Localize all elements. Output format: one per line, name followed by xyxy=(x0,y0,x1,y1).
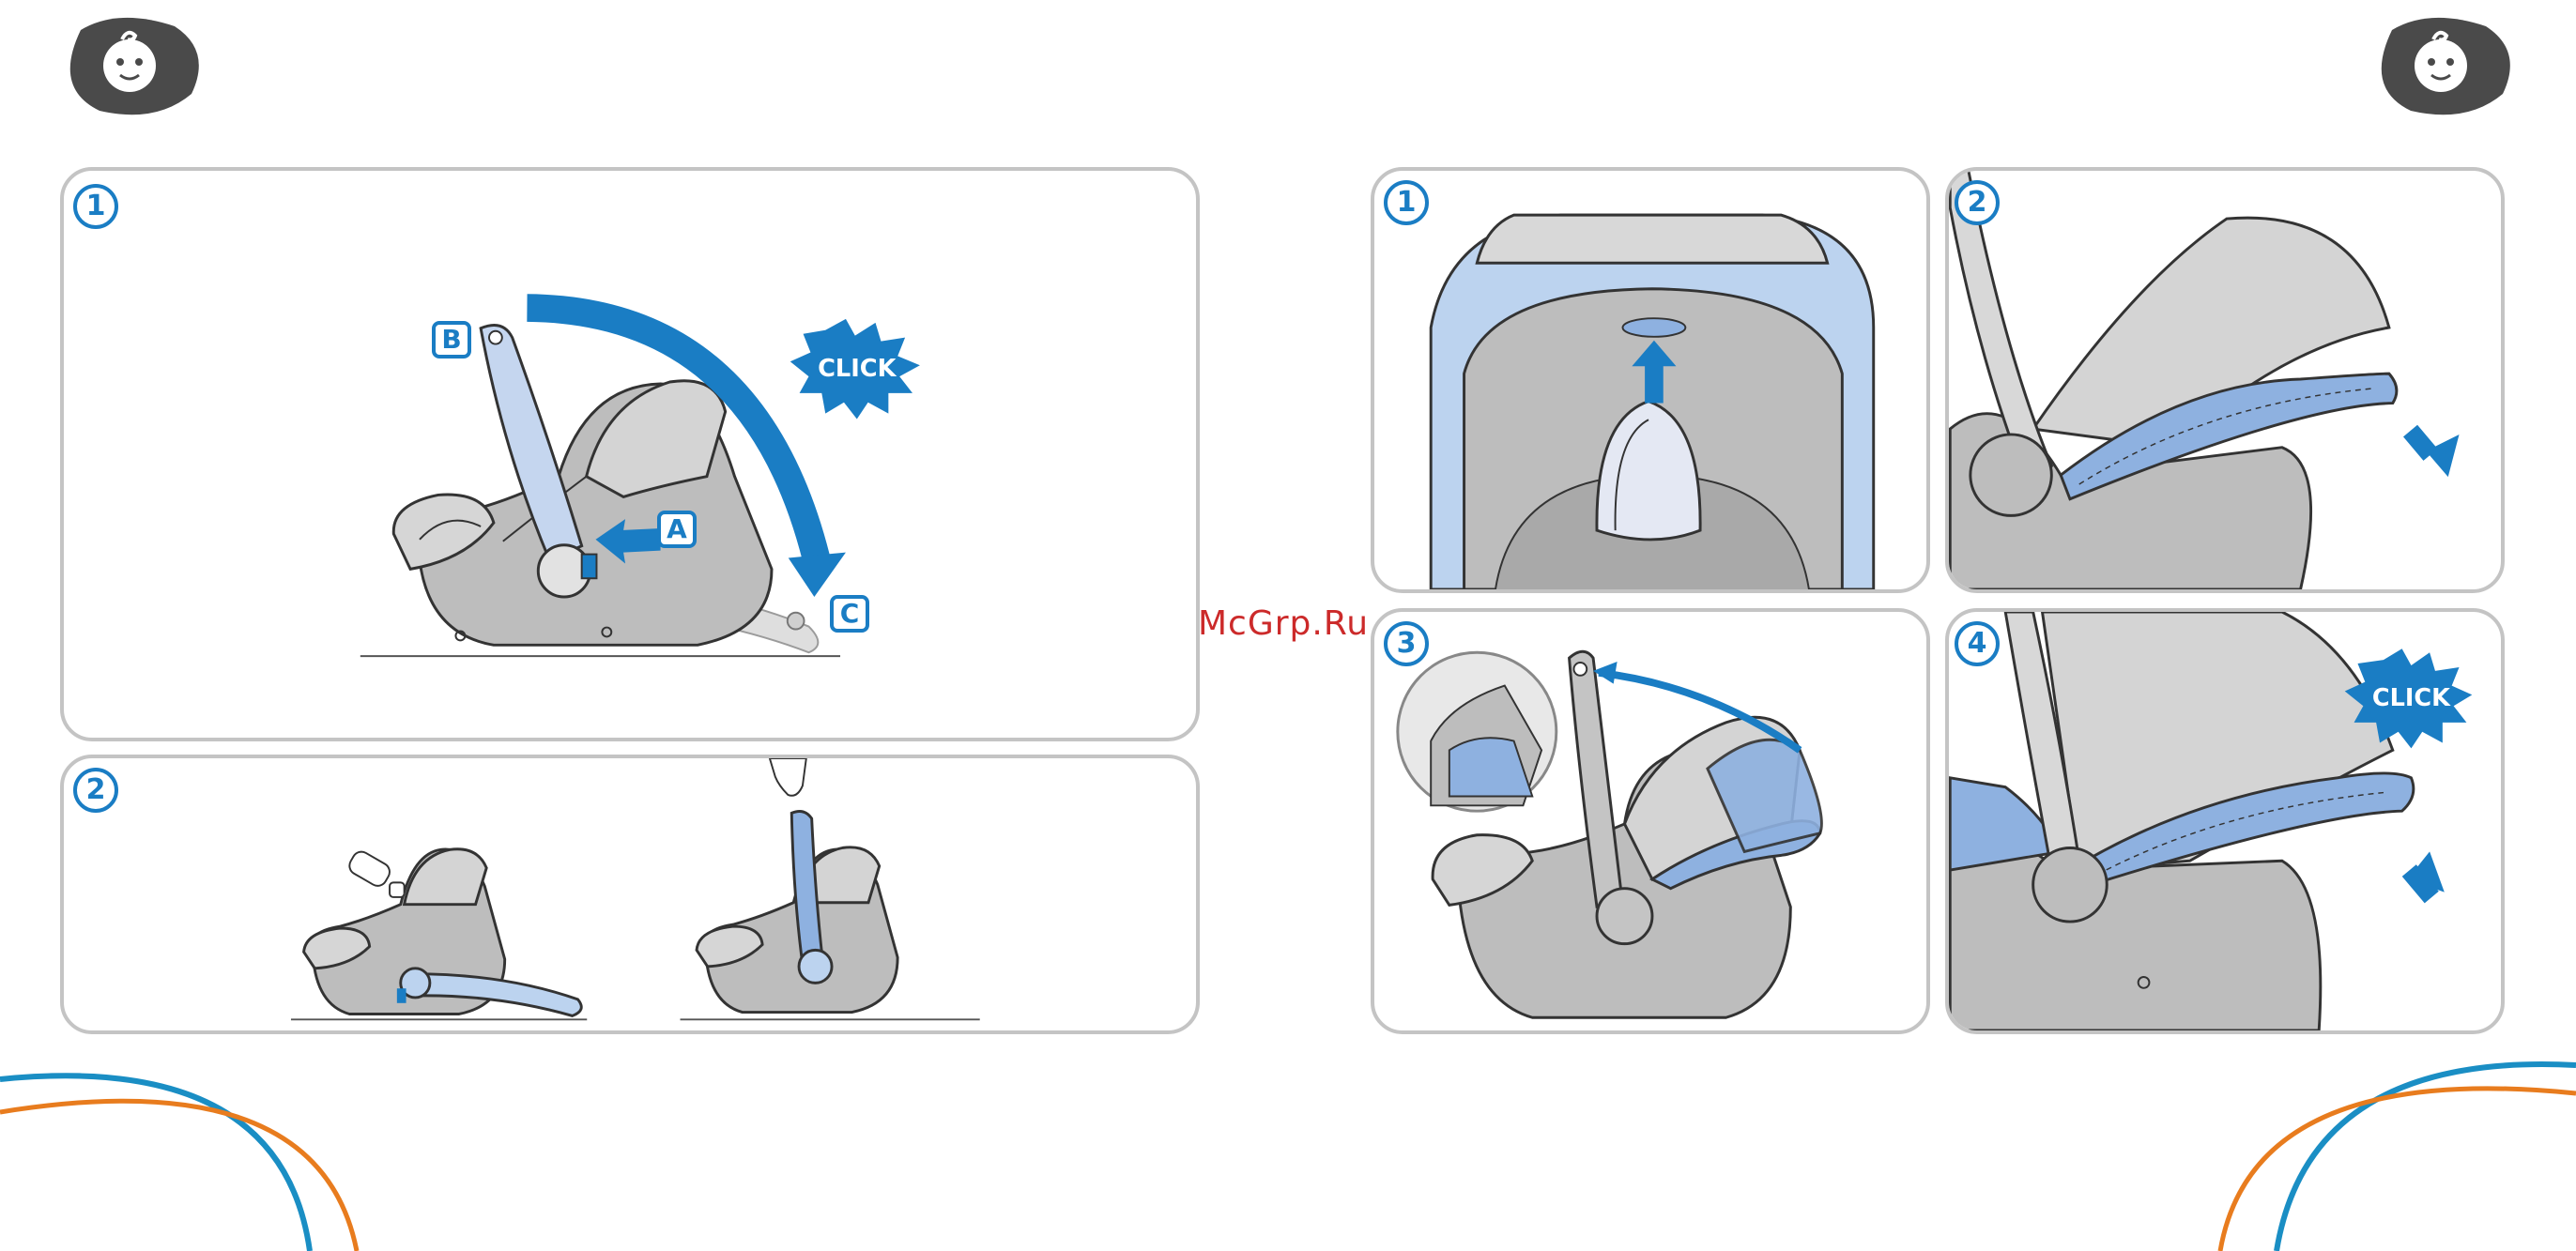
label-b: B xyxy=(432,321,471,359)
canopy-click-illustration: CLICK xyxy=(1949,612,2501,1030)
right-panel-2: 2 xyxy=(1945,167,2505,593)
step-number-badge: 2 xyxy=(1955,180,2000,225)
right-panel-1: 1 xyxy=(1371,167,1930,593)
click-label: CLICK xyxy=(2372,684,2451,712)
click-label: CLICK xyxy=(818,355,897,383)
label-a: A xyxy=(657,511,697,548)
step-number-badge: 2 xyxy=(73,768,118,813)
step-number-badge: 4 xyxy=(1955,621,2000,666)
step-number-badge: 3 xyxy=(1384,621,1429,666)
right-panel-3: 3 xyxy=(1371,608,1930,1034)
left-panel-1: CLICK 1 B A C xyxy=(60,167,1200,741)
baby-face-icon xyxy=(2373,13,2514,118)
carry-positions-illustration xyxy=(64,758,1196,1030)
baby-face-icon xyxy=(62,13,203,118)
label-c: C xyxy=(830,595,869,633)
right-panel-4: CLICK 4 xyxy=(1945,608,2505,1034)
canopy-pull-illustration xyxy=(1949,171,2501,589)
watermark-text: McGrp.Ru xyxy=(1198,604,1369,643)
step-number-badge: 1 xyxy=(1384,180,1429,225)
left-panel-2: 2 xyxy=(60,755,1200,1034)
handle-rotation-illustration: CLICK xyxy=(64,171,1196,738)
canopy-release-illustration xyxy=(1374,171,1926,589)
canopy-attach-illustration xyxy=(1374,612,1926,1030)
step-number-badge: 1 xyxy=(73,184,118,229)
